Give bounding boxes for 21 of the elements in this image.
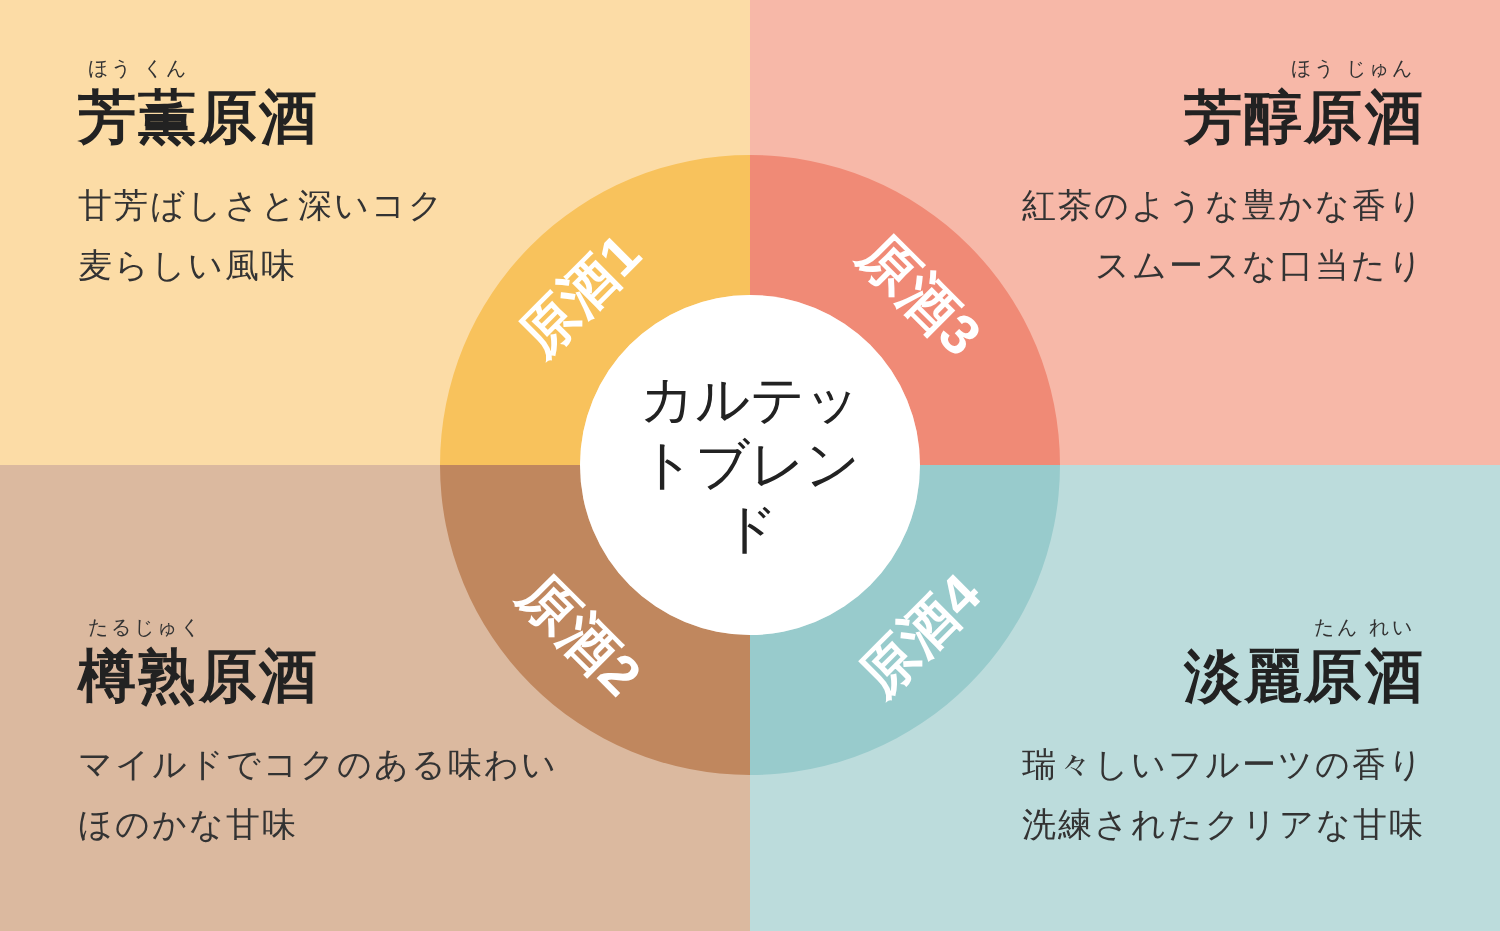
segment-label: 原酒2 xyxy=(509,564,651,706)
segment-label: 原酒3 xyxy=(849,224,991,366)
heading: 淡麗原酒 xyxy=(1183,647,1425,705)
heading: 芳醇原酒 xyxy=(1183,88,1425,146)
ruby-reading: ほう じゅん xyxy=(1290,58,1416,78)
description-line: 麦らしい風味 xyxy=(78,248,299,282)
ruby-reading: たん れい xyxy=(1313,617,1416,637)
heading: 樽熟原酒 xyxy=(78,647,320,705)
center-title: カルテットブレンド xyxy=(639,367,861,563)
description-line: 洗練されたクリアな甘味 xyxy=(1021,807,1425,841)
segment-label: 原酒4 xyxy=(849,564,991,706)
description-line: 紅茶のような豊かな香り xyxy=(1021,188,1425,222)
ruby-reading: ほう くん xyxy=(87,58,190,78)
segment-label: 原酒1 xyxy=(509,224,651,366)
description-line: スムースな口当たり xyxy=(1093,248,1425,282)
description-line: 瑞々しいフルーツの香り xyxy=(1021,747,1425,781)
description-line: 甘芳ばしさと深いコク xyxy=(78,188,446,222)
heading: 芳薫原酒 xyxy=(78,88,320,146)
description-line: マイルドでコクのある味わい xyxy=(78,747,559,781)
description-line: ほのかな甘味 xyxy=(78,807,300,841)
ruby-reading: たるじゅく xyxy=(87,617,204,637)
